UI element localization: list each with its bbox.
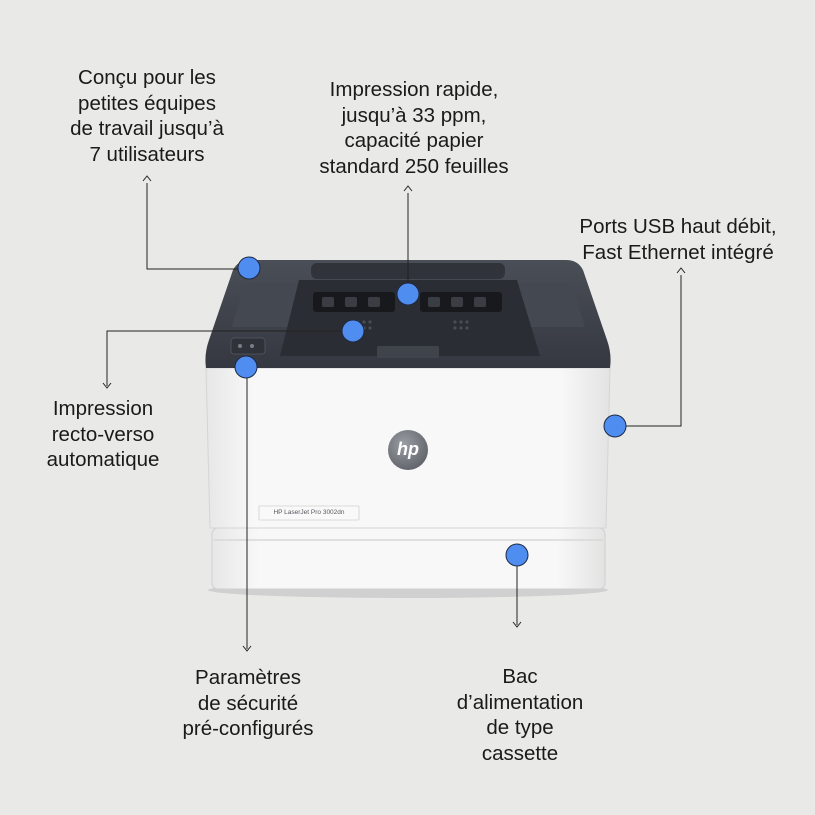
top-left-panel (232, 283, 299, 327)
callout-tray-line-1: Bac (502, 665, 538, 688)
cassette-tray[interactable] (211, 527, 606, 590)
arrow-heads (102, 175, 686, 652)
leader-lines (106, 183, 682, 649)
callout-team-line-4: 7 utilisateurs (89, 142, 205, 166)
callout-security: Paramètres de sécurité pré-configurés (158, 665, 338, 742)
hotspot-security[interactable] (234, 355, 258, 379)
callout-speed-line-2: jusqu’à 33 ppm, (341, 103, 487, 127)
callout-tray-line-3: de type (486, 716, 554, 739)
power-icon[interactable] (238, 344, 242, 348)
model-label: HP LaserJet Pro 3002dn (273, 509, 345, 516)
callout-team-line-1: Conçu pour les (78, 66, 216, 89)
callout-duplex-line-2: recto-verso (51, 422, 155, 446)
callout-speed-line-1: Impression rapide, (329, 78, 499, 101)
callout-security-line-3: pré-configurés (182, 717, 314, 740)
model-label-plate (258, 505, 360, 521)
callout-team: Conçu pour les petites équipes de travai… (44, 65, 250, 167)
callout-tray-line-2: d’alimentation (456, 690, 584, 714)
callout-team-line-2: petites équipes (78, 91, 216, 115)
callout-tray-line-4: cassette (481, 741, 559, 765)
roller-details (322, 297, 486, 307)
hotspot-duplex[interactable] (341, 319, 365, 343)
hp-logo-text: hp (397, 439, 419, 459)
callout-duplex-line-3: automatique (46, 448, 160, 471)
hotspot-team[interactable] (237, 256, 261, 280)
paper-stop-tab[interactable] (377, 346, 439, 358)
callout-ports: Ports USB haut débit, Fast Ethernet inté… (560, 214, 796, 265)
cancel-icon[interactable] (250, 344, 254, 348)
callout-speed-line-4: standard 250 feuilles (319, 154, 509, 178)
callout-duplex-line-1: Impression (52, 397, 154, 420)
hotspot-ports[interactable] (603, 414, 627, 438)
callout-security-line-1: Paramètres (195, 666, 301, 689)
callout-team-line-3: de travail jusqu’à (70, 117, 224, 140)
callout-duplex: Impression recto-verso automatique (20, 396, 186, 473)
hotspots (234, 256, 627, 567)
callout-speed: Impression rapide, jusqu’à 33 ppm, capac… (294, 77, 534, 179)
callout-ports-line-2: Fast Ethernet intégré (582, 240, 774, 264)
top-right-panel (518, 283, 585, 327)
hp-logo-icon (388, 430, 428, 470)
callout-tray: Bac d’alimentation de type cassette (430, 664, 610, 766)
control-panel[interactable] (230, 337, 266, 355)
hotspot-speed[interactable] (396, 282, 420, 306)
callout-ports-line-1: Ports USB haut débit, (579, 215, 777, 238)
callout-security-line-2: de sécurité (197, 691, 299, 715)
callout-speed-line-3: capacité papier (344, 129, 484, 152)
hotspot-tray[interactable] (505, 543, 529, 567)
